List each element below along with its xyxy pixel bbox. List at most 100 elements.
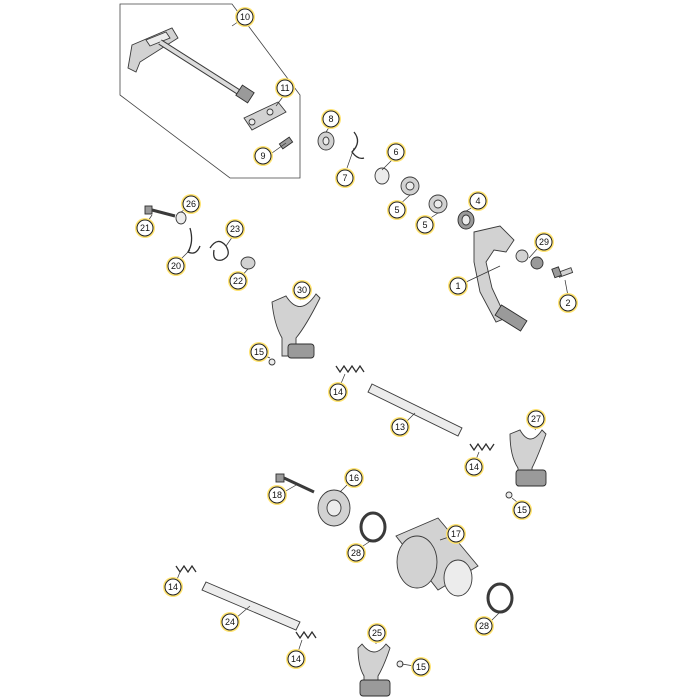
callout-4-label: 4 (475, 196, 480, 206)
leader-lines (145, 16, 569, 667)
callout-14a-label: 14 (333, 387, 343, 397)
callout-23-label: 23 (230, 224, 240, 234)
callouts: 10 11 9 8 7 6 5 5 (135, 7, 578, 677)
callout-11-label: 11 (280, 83, 289, 93)
callout-5a-label: 5 (394, 205, 399, 215)
callout-9: 9 (253, 146, 273, 166)
callout-16: 16 (344, 468, 364, 488)
callout-29-label: 29 (539, 237, 549, 247)
callout-15b: 15 (512, 500, 532, 520)
callout-10: 10 (235, 7, 255, 27)
callout-27: 27 (526, 409, 546, 429)
callout-26: 26 (181, 194, 201, 214)
callout-14b: 14 (464, 457, 484, 477)
shift-rod-lower (201, 581, 301, 631)
shift-lever (473, 225, 528, 332)
callout-20-label: 20 (171, 261, 181, 271)
callout-2-label: 2 (565, 298, 570, 308)
shift-fork-upper (271, 293, 321, 359)
callout-13-label: 13 (395, 422, 405, 432)
bolt-long (144, 205, 176, 218)
callout-22-label: 22 (233, 276, 243, 286)
callout-9-label: 9 (260, 151, 265, 161)
callout-16-label: 16 (349, 473, 359, 483)
callout-24: 24 (220, 612, 240, 632)
callout-2: 2 (558, 293, 578, 313)
shift-rod-upper (367, 383, 463, 437)
callout-23: 23 (225, 219, 245, 239)
callout-14d-label: 14 (291, 654, 301, 664)
spring-upper (335, 364, 365, 374)
callout-7-label: 7 (342, 173, 347, 183)
spring-lower-right (295, 630, 317, 640)
callout-15c: 15 (411, 657, 431, 677)
callout-1-label: 1 (455, 281, 460, 291)
callout-21-label: 21 (140, 223, 150, 233)
callout-14b-label: 14 (469, 462, 479, 472)
callout-15c-label: 15 (416, 662, 426, 672)
callout-18: 18 (267, 485, 287, 505)
callout-1: 1 (448, 276, 468, 296)
callout-18-label: 18 (272, 490, 282, 500)
spring-lower-left (175, 564, 197, 574)
shift-shaft-assembly-frame (119, 3, 301, 179)
callout-6: 6 (386, 142, 406, 162)
shift-plate (243, 101, 287, 131)
callout-29: 29 (534, 232, 554, 252)
washer (374, 167, 390, 185)
callout-13: 13 (390, 417, 410, 437)
shift-fork-right (509, 429, 547, 487)
callout-8-label: 8 (328, 114, 333, 124)
bolt-segment (275, 473, 315, 494)
callout-5b: 5 (415, 215, 435, 235)
callout-27-label: 27 (531, 414, 541, 424)
callout-24-label: 24 (225, 617, 235, 627)
washer-small (515, 249, 529, 263)
callout-28a: 28 (346, 543, 366, 563)
spring-middle (469, 442, 495, 452)
callout-25: 25 (367, 623, 387, 643)
callout-10-label: 10 (240, 12, 250, 22)
callout-28b-label: 28 (479, 621, 489, 631)
spacer-sleeve (240, 256, 256, 270)
callout-5a: 5 (387, 200, 407, 220)
callout-22: 22 (228, 271, 248, 291)
retaining-ring-a (359, 511, 387, 543)
nut (530, 256, 544, 270)
guide-pin-b (505, 491, 513, 499)
callout-17: 17 (446, 524, 466, 544)
callout-14d: 14 (286, 649, 306, 669)
spring-clip (351, 131, 365, 160)
callout-15b-label: 15 (517, 505, 527, 515)
callout-21: 21 (135, 218, 155, 238)
seal-ring-inner (461, 214, 471, 226)
callout-11: 11 (275, 78, 295, 98)
shift-fork-lower (357, 643, 391, 697)
callout-30: 30 (292, 280, 312, 300)
retaining-ring-b (486, 582, 514, 614)
callout-14a: 14 (328, 382, 348, 402)
callout-25-label: 25 (372, 628, 382, 638)
bushing (317, 131, 335, 151)
callout-28b: 28 (474, 616, 494, 636)
torsion-spring (209, 240, 229, 261)
callout-5b-label: 5 (422, 220, 427, 230)
shift-shaft (127, 27, 255, 104)
shift-segment (317, 489, 351, 527)
callout-14c-label: 14 (168, 582, 178, 592)
bearing-a (400, 176, 420, 196)
guide-pin-a (268, 358, 276, 366)
callout-28a-label: 28 (351, 548, 361, 558)
bolt (551, 266, 574, 279)
callout-8: 8 (321, 109, 341, 129)
callout-15a: 15 (249, 342, 269, 362)
callout-15a-label: 15 (254, 347, 264, 357)
callout-7: 7 (335, 168, 355, 188)
washer-thin (175, 211, 187, 225)
callout-17-label: 17 (451, 529, 461, 539)
bearing-b (428, 194, 448, 214)
ratchet-pawl (187, 227, 201, 254)
callout-30-label: 30 (297, 285, 307, 295)
